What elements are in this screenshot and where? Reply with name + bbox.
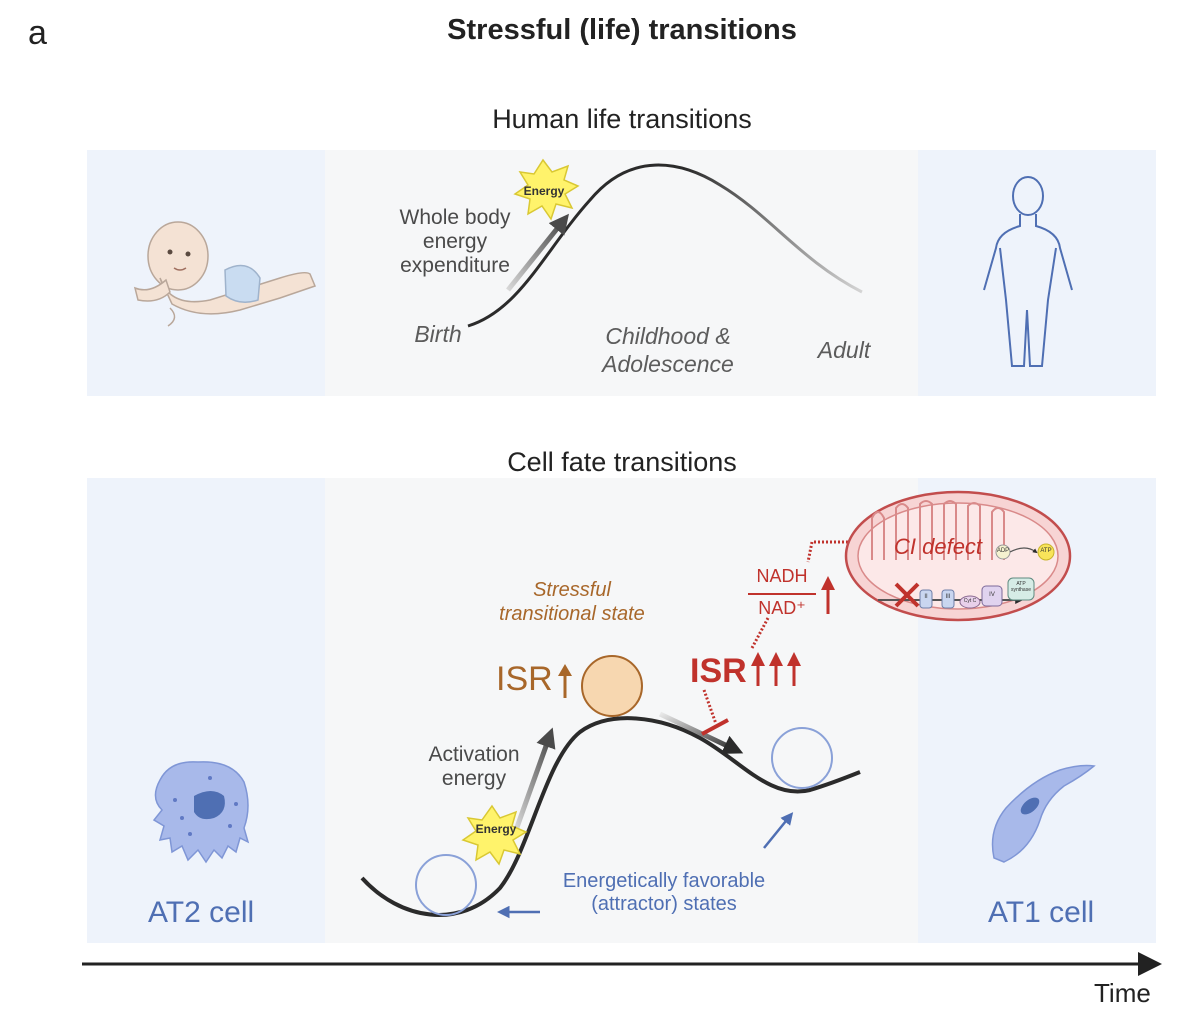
stage-adult-label: Adult — [817, 337, 871, 363]
nadh-ratio-up-arrow — [821, 576, 835, 614]
mito-cytc-label: Cyt C — [963, 598, 977, 604]
at1-attractor-ball — [771, 727, 833, 789]
life-energy-curve — [467, 163, 863, 328]
transitional-state-ball — [581, 655, 643, 717]
nadh-to-isr-link — [750, 617, 770, 649]
stress-line-1: Stressful — [533, 579, 611, 601]
mito-complex-4-label: IV — [989, 592, 995, 598]
activation-energy-arrow — [513, 727, 556, 831]
mito-synthase-label: ATP synthase — [1008, 581, 1034, 593]
energy-burst-icon-top — [513, 158, 580, 221]
mito-complex-2-label: II — [924, 594, 928, 600]
isr-inhibition-line — [701, 689, 729, 736]
attractor-line-1: Energetically favorable — [562, 870, 766, 892]
energy-expenditure-arrow — [506, 213, 569, 292]
energy-expenditure-line-1: Whole body — [399, 206, 511, 229]
stressful-transitional-state-label: Stressful transitional state — [470, 578, 674, 626]
energy-badge-bottom: Energy — [475, 822, 517, 836]
isr-mild-up-arrow — [558, 664, 572, 698]
energy-burst-icon-bottom — [461, 804, 528, 866]
attractor-arrow-right — [763, 812, 794, 849]
baby-icon — [133, 221, 316, 327]
downhill-arrow — [658, 711, 744, 754]
top-middle-panel — [325, 150, 918, 396]
isr-mild-label: ISR — [496, 660, 553, 698]
stage-birth-label: Birth — [414, 321, 462, 347]
activation-energy-line-1: Activation — [428, 743, 520, 766]
panel-letter: a — [28, 14, 47, 52]
isr-strong-up-arrows — [751, 652, 801, 686]
mito-to-nadh-link — [806, 540, 848, 563]
top-left-panel — [87, 150, 325, 396]
nad-label: NAD⁺ — [758, 598, 806, 618]
attractor-line-2: (attractor) states — [591, 893, 737, 915]
stage-childhood-line-2: Adolescence — [602, 351, 734, 377]
stage-childhood-line-1: Childhood & — [605, 323, 731, 349]
cell-fate-landscape-curve — [360, 716, 861, 917]
time-axis-label: Time — [1094, 978, 1151, 1008]
bottom-left-panel — [87, 478, 325, 943]
bottom-section-title: Cell fate transitions — [507, 447, 737, 477]
mito-complex-3-label: III — [945, 594, 951, 600]
time-axis — [82, 952, 1162, 976]
nadh-label: NADH — [756, 566, 808, 586]
top-section-title: Human life transitions — [492, 104, 752, 134]
activation-energy-line-2: energy — [441, 767, 507, 790]
at1-cell-icon — [991, 764, 1096, 863]
at2-cell-icon — [152, 761, 250, 864]
at2-attractor-ball — [415, 854, 477, 916]
mito-synthase-line-1: ATP — [1016, 581, 1026, 587]
figure-title: Stressful (life) transitions — [447, 14, 797, 46]
isr-strong-label: ISR — [690, 652, 747, 690]
mito-atp-label: ATP — [1040, 548, 1052, 554]
mito-adp-label: ADP — [996, 548, 1010, 554]
mito-synthase-line-2: synthase — [1010, 587, 1031, 593]
adult-human-icon — [983, 176, 1073, 367]
stage-childhood-label: Childhood & Adolescence — [586, 322, 750, 378]
top-right-panel — [918, 150, 1156, 396]
stress-line-2: transitional state — [499, 603, 645, 625]
energy-expenditure-line-2: energy — [422, 230, 488, 253]
activation-energy-label: Activation energy — [412, 743, 536, 791]
ci-defect-label: CI defect — [894, 534, 983, 559]
attractor-states-label: Energetically favorable (attractor) stat… — [546, 870, 782, 916]
at2-cell-label: AT2 cell — [148, 896, 255, 929]
energy-badge-top: Energy — [523, 184, 565, 198]
energy-expenditure-label: Whole body energy expenditure — [388, 206, 522, 278]
at1-cell-label: AT1 cell — [988, 896, 1095, 929]
complex-i-defect-x-icon — [894, 582, 920, 608]
energy-expenditure-line-3: expenditure — [400, 254, 510, 277]
